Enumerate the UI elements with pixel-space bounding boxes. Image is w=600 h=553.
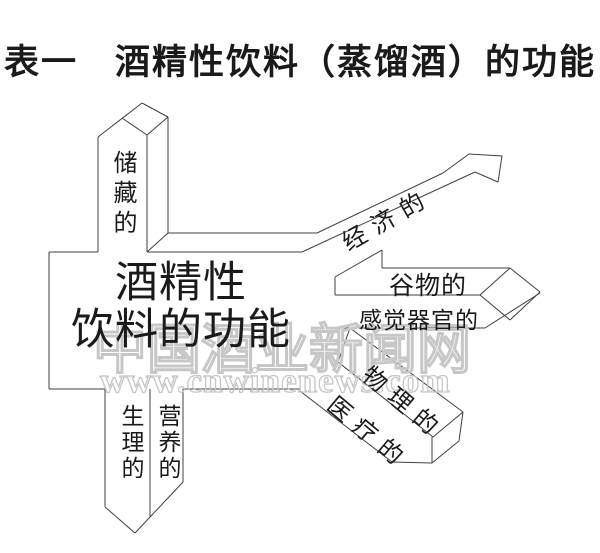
top-bar-shape <box>147 232 317 253</box>
grain-arrow-shape <box>334 249 541 321</box>
center-label-line2: 饮料的功能 <box>71 307 291 354</box>
branch-label-grain: 谷物的 <box>388 273 467 300</box>
branch-label-physiological: 生理的 <box>118 404 143 482</box>
branch-label-storage: 储藏的 <box>109 150 135 240</box>
branch-label-nutritional: 营养的 <box>155 404 180 482</box>
watermark: 中国酒业新闻网 www.cnwinenews.com <box>92 319 471 400</box>
body-outline-shape <box>48 251 300 390</box>
center-label-line1: 酒精性 <box>115 260 247 307</box>
branch-label-sensory: 感觉器官的 <box>359 308 479 333</box>
watermark-site-name: 中国酒业新闻网 <box>93 320 471 380</box>
storage-arrow-shape <box>97 102 169 253</box>
center-label: 酒精性 饮料的功能 <box>30 260 332 354</box>
watermark-site-url: www.cnwinenews.com <box>100 361 450 400</box>
economic-arrow-shape <box>301 153 503 253</box>
page-title: 表一 酒精性饮料（蒸馏酒）的功能 <box>3 43 596 82</box>
down-arrow-shape <box>104 389 184 534</box>
sensory-arrow-shape <box>333 292 541 329</box>
medical-arrow-shape <box>299 327 464 464</box>
